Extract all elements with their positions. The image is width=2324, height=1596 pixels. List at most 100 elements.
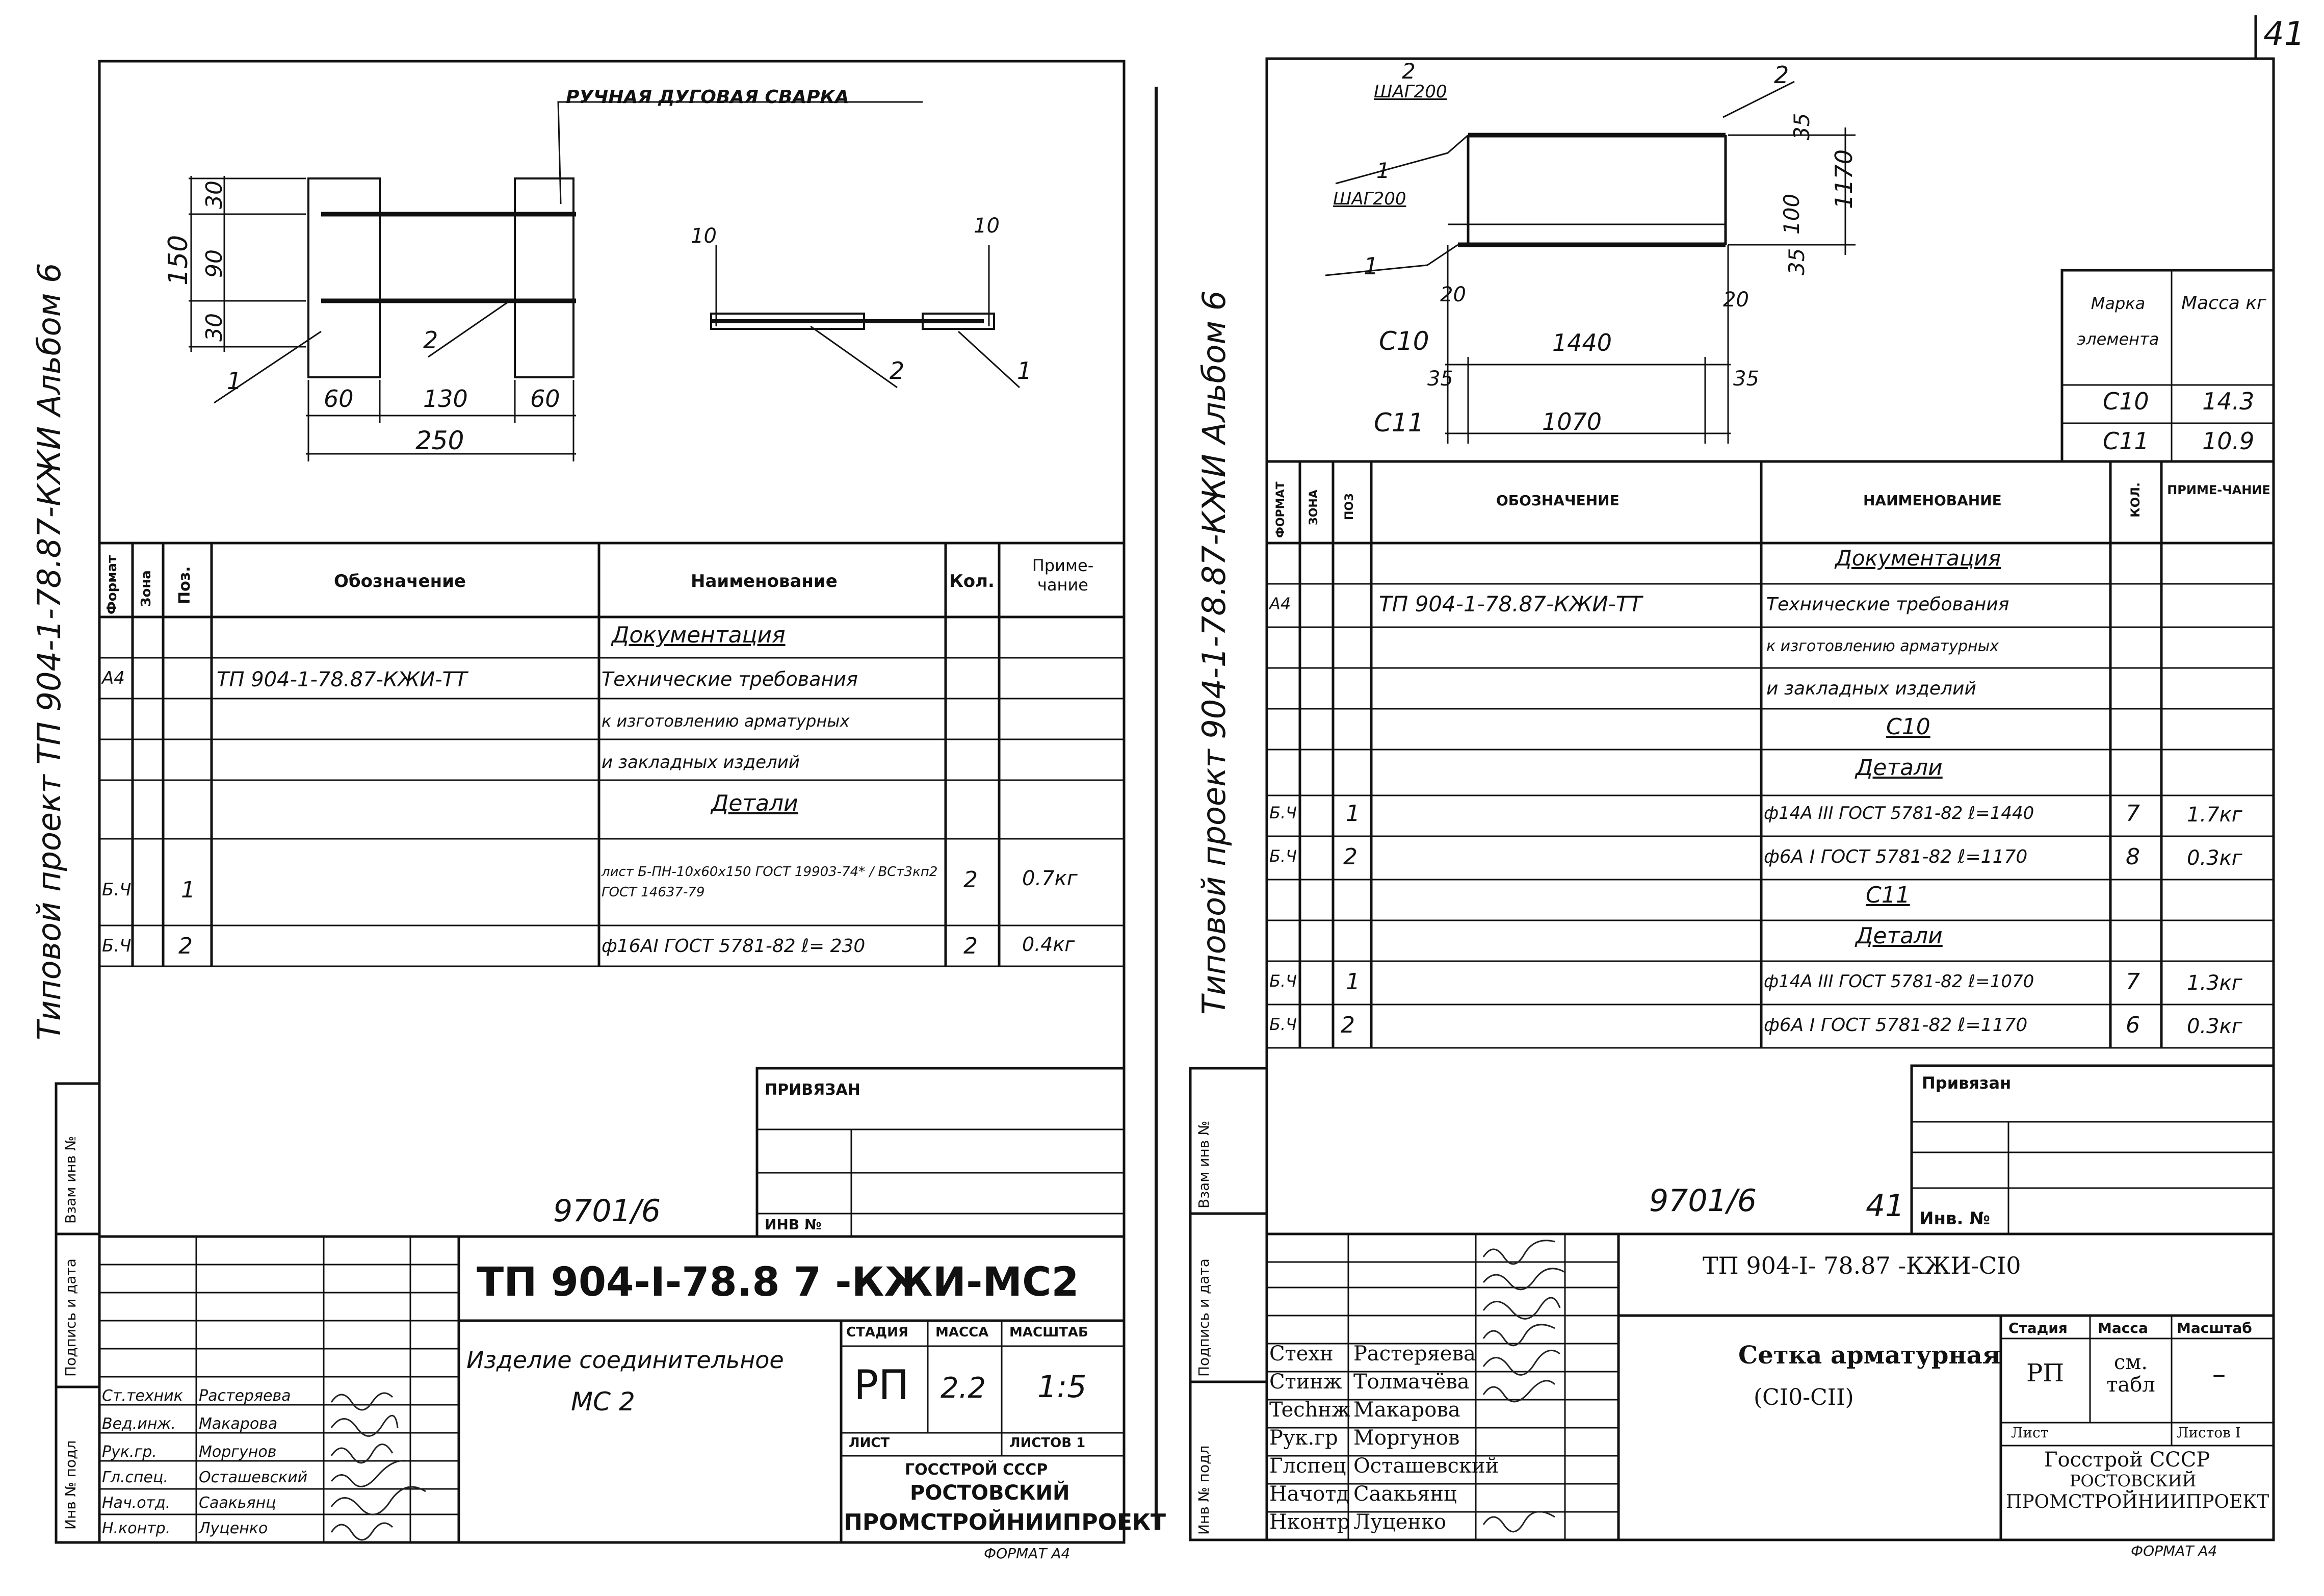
right-label-c10: С10 [1379, 326, 1429, 356]
stamp-title-line1: Изделие соединительное [466, 1346, 784, 1374]
right-margin-label-inv: Инв № подл [1195, 1445, 1212, 1535]
right-row-5-name: С10 [1886, 714, 1930, 740]
dim-130: 130 [423, 385, 468, 413]
person-name-2: Макарова [199, 1415, 278, 1433]
right-row-11-name: ф14А III ГОСТ 5781-82 ℓ=1070 [1764, 971, 2034, 992]
spec-row-7-prim: 0.4кг [1022, 933, 1075, 956]
right-person-role-1: Стехн [1269, 1342, 1334, 1366]
right-row-7-pos: 1 [1346, 801, 1360, 827]
right-spec-header-kol: КОЛ. [2128, 482, 2143, 518]
stamp-massa-label: МАССА [935, 1325, 989, 1340]
right-row-12-pos: 2 [1341, 1012, 1355, 1038]
right-person-name-3: Макарова [1353, 1398, 1460, 1422]
right-row-12-format: Б.Ч [1269, 1015, 1297, 1034]
right-stamp-listov-label: Листов I [2177, 1424, 2241, 1441]
right-row-2-oboz: ТП 904-1-78.87-КЖИ-ТТ [1379, 591, 1642, 616]
stamp-masshtab: 1:5 [1037, 1369, 1087, 1405]
stamp-title-line2: МС 2 [571, 1387, 635, 1417]
spec-row-2-name: Технические требования [602, 668, 858, 690]
right-label-shag-mid: ШАГ200 [1333, 189, 1406, 209]
person-name-4: Осташевский [199, 1469, 308, 1486]
right-inv-no-label: Инв. № [1919, 1208, 1991, 1229]
stamp-org-1: ГОССТРОЙ СССР [905, 1461, 1048, 1479]
right-dim-20-left: 20 [1440, 283, 1466, 306]
right-person-role-2: Стинж [1269, 1370, 1342, 1394]
right-row-11-format: Б.Ч [1269, 971, 1297, 991]
right-person-role-3: Techнж [1269, 1398, 1350, 1422]
right-dim-35-c11-right: 35 [1733, 367, 1759, 391]
dim-60-left: 60 [324, 385, 354, 413]
stamp-code: ТП 904-I-78.8 7 -КЖИ-МС2 [477, 1259, 1079, 1305]
right-spec-header-oboz: ОБОЗНАЧЕНИЕ [1496, 492, 1620, 509]
person-role-2: Вед.инж. [102, 1415, 176, 1433]
right-row-7-prim: 1.7кг [2187, 803, 2242, 827]
stamp-stadia-label: СТАДИЯ [846, 1325, 908, 1340]
right-row-8-name: ф6А I ГОСТ 5781-82 ℓ=1170 [1764, 846, 2028, 867]
right-row-2-name: Технические требования [1766, 594, 2009, 615]
person-role-1: Ст.техник [102, 1387, 183, 1405]
right-row-7-format: Б.Ч [1269, 803, 1297, 822]
right-stamp-masshtab-label: Масштаб [2177, 1320, 2252, 1336]
spec-row-5-name: Детали [711, 790, 798, 816]
right-row-8-pos: 2 [1343, 844, 1357, 870]
right-stamp-title-line2: (СI0-СII) [1754, 1384, 1854, 1410]
right-person-name-6: Саакьянц [1353, 1482, 1457, 1506]
right-row-3-name: к изготовлению арматурных [1766, 637, 1999, 655]
right-margin-label-vzam: Взам инв № [1195, 1120, 1212, 1208]
right-row-9-name: С11 [1866, 882, 1910, 908]
right-row-12-prim: 0.3кг [2187, 1015, 2242, 1038]
right-spec-header-name: НАИМЕНОВАНИЕ [1863, 492, 2002, 509]
right-stamp-masshtab: – [2212, 1359, 2226, 1389]
spec-row-2-oboz: ТП 904-1-78.87-КЖИ-ТТ [217, 668, 467, 691]
right-stamp-stadia-label: Стадия [2008, 1320, 2068, 1336]
stamp-listov-label: ЛИСТОВ 1 [1009, 1435, 1086, 1451]
right-row-11-pos: 1 [1346, 969, 1360, 995]
right-dim-1170: 1170 [1830, 149, 1858, 209]
spec-header-name: Наименование [691, 571, 838, 591]
person-role-6: Н.контр. [102, 1520, 171, 1537]
right-dim-1440: 1440 [1552, 329, 1612, 356]
right-dim-35-top: 35 [1789, 113, 1814, 140]
right-label-1-bottom: 1 [1364, 252, 1379, 280]
right-archive-number: 9701/6 [1649, 1183, 1757, 1219]
person-role-4: Гл.спец. [102, 1469, 168, 1486]
person-name-6: Луценко [199, 1520, 268, 1537]
right-row-7-name: ф14А III ГОСТ 5781-82 ℓ=1440 [1764, 803, 2034, 823]
right-row-4-name: и закладных изделий [1766, 678, 1976, 699]
page-number: 41 [2263, 15, 2305, 53]
right-side-stamp: Типовой проект 904-1-78.87-КЖИ Альбом 6 [1195, 290, 1233, 1015]
spec-row-7-name: ф16АI ГОСТ 5781-82 ℓ= 230 [602, 936, 866, 957]
mass-header-marka: Марка элемента [2077, 294, 2159, 349]
right-person-name-1: Растеряева [1353, 1342, 1476, 1366]
spec-row-4-name: и закладных изделий [602, 752, 800, 773]
stamp-masshtab-label: МАСШТАБ [1009, 1325, 1088, 1340]
right-person-role-4: Рук.гр [1269, 1426, 1338, 1450]
stamp-org-2: РОСТОВСКИЙ [910, 1481, 1070, 1505]
privyazan-label: ПРИВЯЗАН [765, 1081, 860, 1099]
spec-row-6-pos: 1 [181, 877, 195, 903]
callout-1-plan: 1 [227, 367, 242, 395]
dim-10-left: 10 [691, 224, 717, 248]
spec-row-6-prim: 0.7кг [1022, 867, 1078, 890]
person-name-5: Саакьянц [199, 1494, 276, 1512]
right-stamp-list-label: Лист [2011, 1424, 2049, 1441]
dim-250: 250 [415, 426, 464, 455]
stamp-massa: 2.2 [941, 1372, 986, 1405]
right-dim-35-bottom: 35 [1784, 248, 1809, 275]
mass-row-1-mark: С10 [2103, 388, 2149, 415]
spec-row-1-name: Документация [612, 622, 786, 648]
right-stamp-org-1: Госстрой СССР [2044, 1448, 2210, 1472]
right-row-8-prim: 0.3кг [2187, 846, 2242, 870]
right-row-12-name: ф6А I ГОСТ 5781-82 ℓ=1170 [1764, 1015, 2028, 1036]
right-label-c11: С11 [1374, 408, 1424, 437]
right-dim-20-right: 20 [1723, 288, 1749, 312]
right-dim-35-c11-left: 35 [1427, 367, 1453, 391]
right-stamp-title-line1: Сетка арматурная [1738, 1341, 2001, 1370]
right-privyazan-label: Привязан [1922, 1073, 2012, 1093]
stamp-list-label: ЛИСТ [849, 1435, 890, 1451]
right-person-name-5: Осташевский [1353, 1454, 1499, 1478]
callout-2-plan: 2 [423, 326, 438, 354]
callout-2-section: 2 [890, 357, 905, 384]
right-stamp-code: ТП 904-I- 78.87 -КЖИ-СI0 [1703, 1252, 2021, 1279]
right-stamp-stadia: РП [2026, 1359, 2065, 1387]
